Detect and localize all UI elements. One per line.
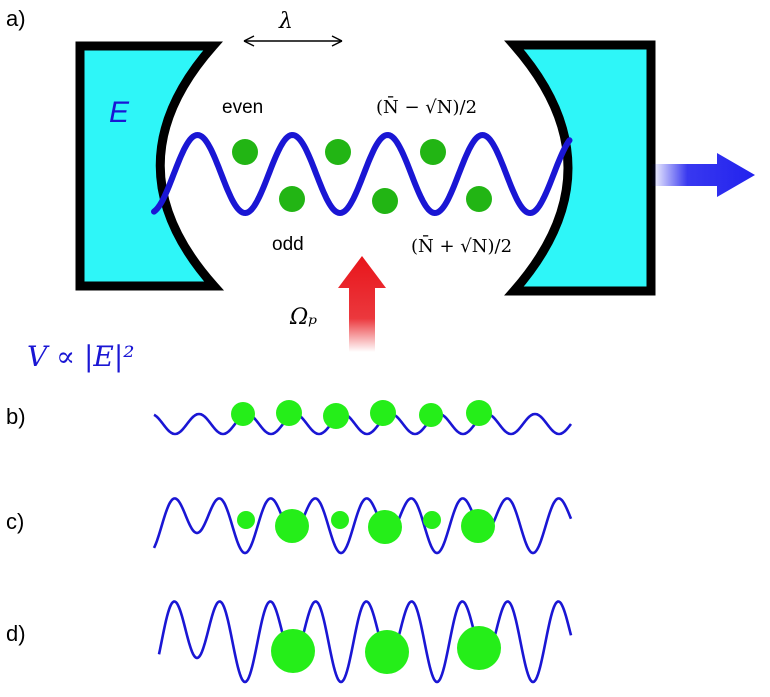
even-label: even [222,97,263,118]
panel-c-atom-4 [368,510,402,544]
odd-count-label: (N̄ + √N)/2 [411,234,512,257]
panel-a-atom-4 [372,188,398,214]
panel-label-a: a) [6,6,26,31]
wavelength-arrow-icon [243,35,343,47]
even-count-label: (N̄ − √N)/2 [376,95,477,118]
field-label: E [109,96,130,129]
panel-label-d: d) [6,621,26,646]
lattice-wave-d [157,600,573,684]
panel-b-atom-2 [276,400,302,426]
panel-d-atom-2 [365,630,409,674]
panel-c-atom-5 [423,511,441,529]
wavelength-label: λ [278,9,293,34]
odd-label: odd [272,234,304,255]
atoms-panel-c [237,509,495,544]
lattice-wave-b [153,412,573,436]
panel-a-atom-1 [232,139,258,165]
lattice-wave-c [152,497,573,555]
left-mirror [75,41,225,291]
right-mirror [504,40,656,296]
atoms-panel-d [271,626,501,674]
panel-a-atom-3 [325,139,351,165]
panel-c-atom-1 [237,511,255,529]
atoms-panel-a [232,139,492,214]
pump-arrow-icon [338,256,386,352]
panel-a-atom-5 [420,139,446,165]
potential-label: V ∝ |E|² [27,340,135,373]
atoms-panel-b [231,400,492,429]
panel-c-atom-2 [275,509,309,543]
panel-b-atom-3 [323,403,349,429]
panel-d-atom-3 [457,626,501,670]
panel-c-atom-6 [461,509,495,543]
output-arrow-icon [651,153,755,197]
panel-b-atom-4 [370,400,396,426]
pump-label: Ωₚ [289,305,317,330]
panel-b-atom-5 [419,403,443,427]
panel-label-b: b) [6,404,26,429]
panel-b-atom-1 [231,402,255,426]
panel-c-atom-3 [331,511,349,529]
panel-d-atom-1 [271,629,315,673]
panel-a-atom-6 [466,186,492,212]
panel-label-c: c) [6,509,24,534]
cavity-standing-wave [151,131,573,217]
panel-b-atom-6 [466,400,492,426]
panel-a-atom-2 [279,186,305,212]
